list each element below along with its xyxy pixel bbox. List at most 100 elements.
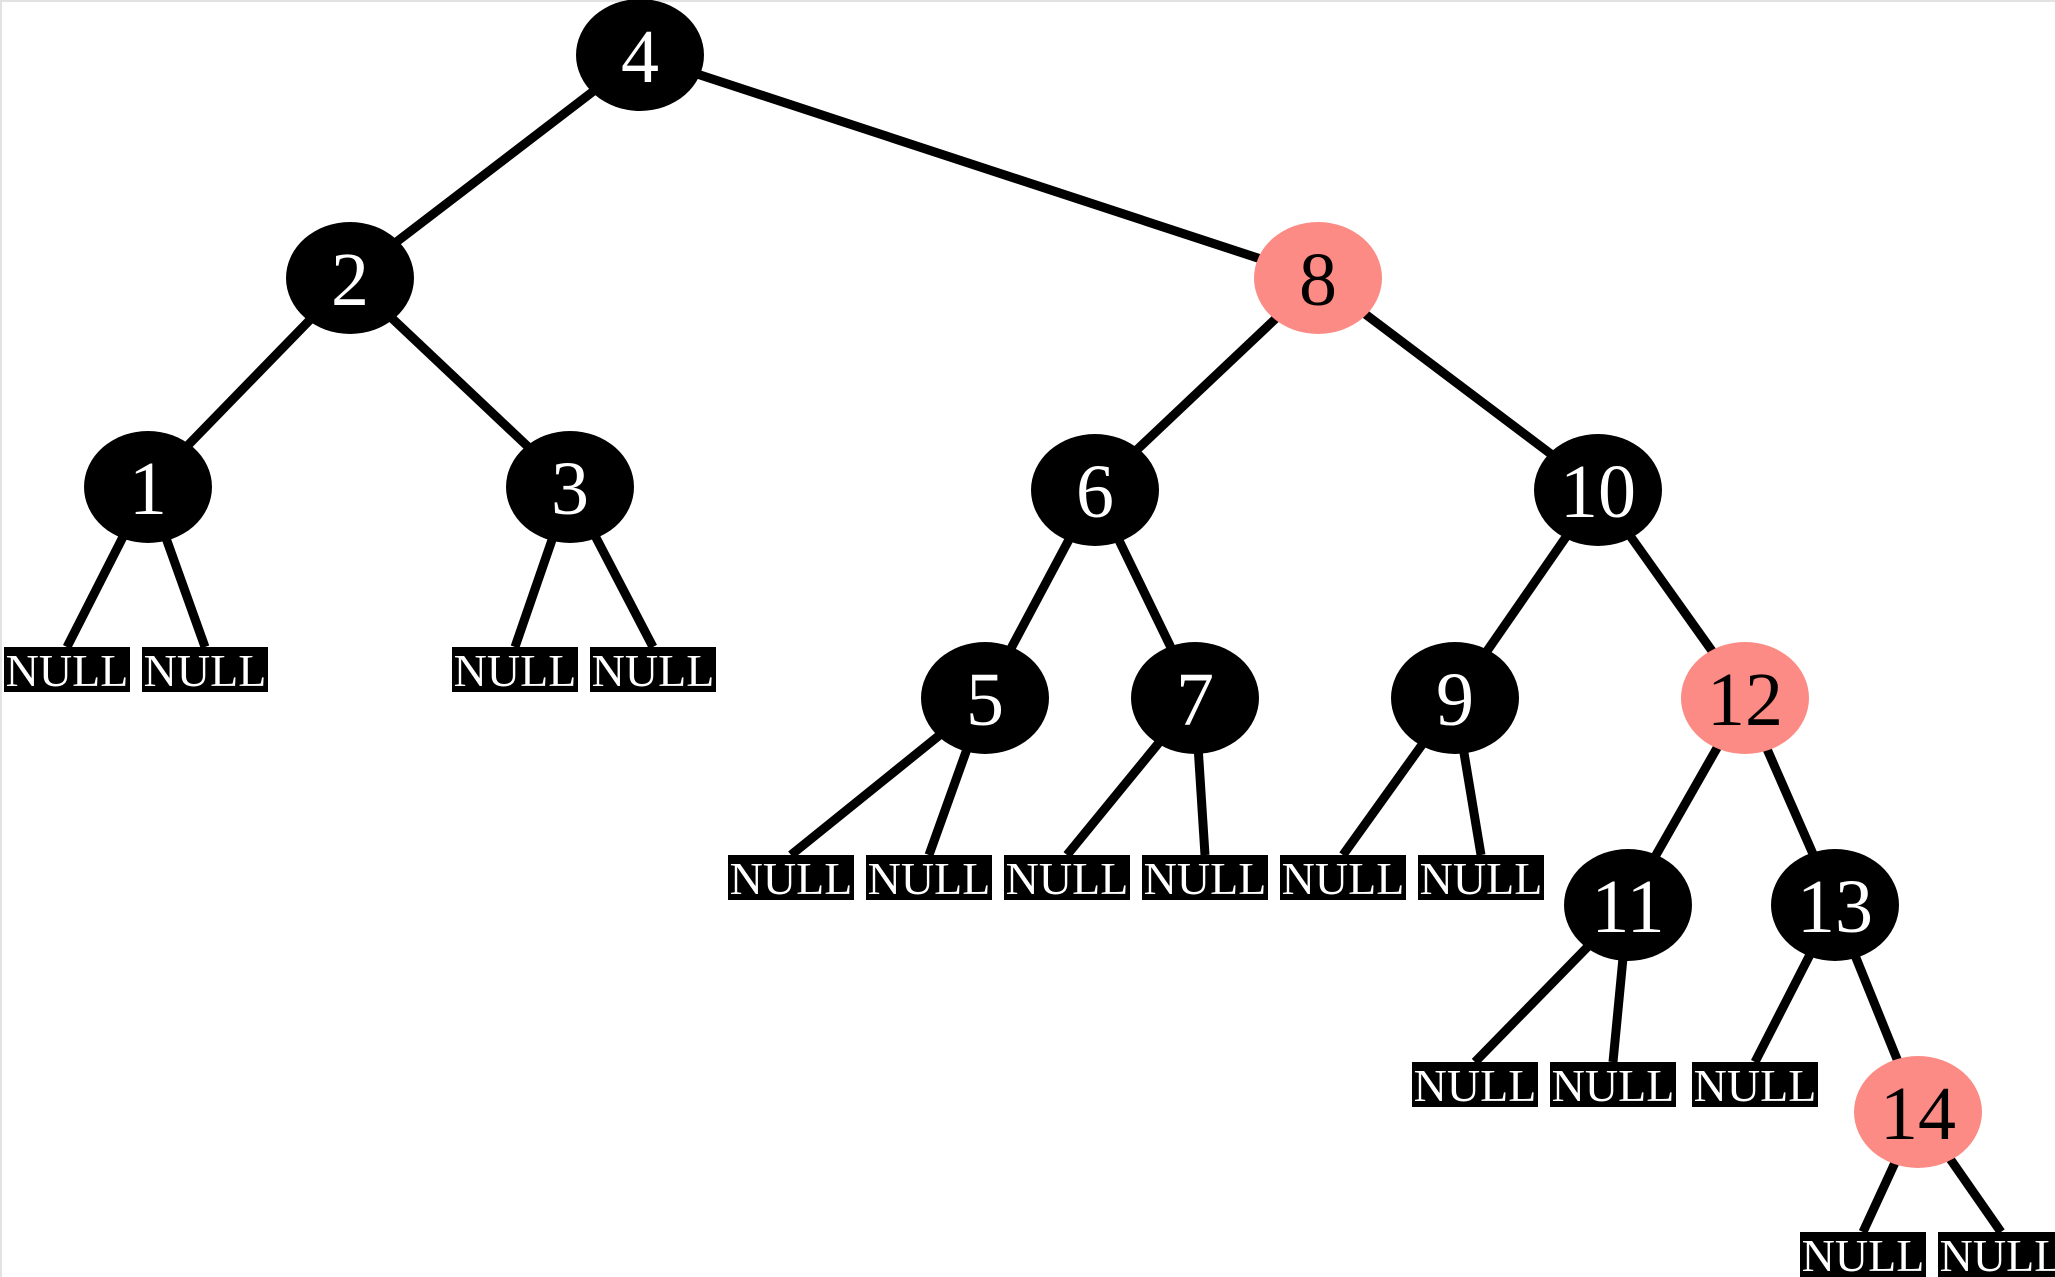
null-leaf: NULL [1280,853,1406,904]
null-leaf: NULL [590,645,716,696]
null-leaf-label: NULL [1414,1060,1537,1111]
null-leaf: NULL [1418,853,1544,904]
null-leaf-box [1412,1062,1538,1107]
null-leaf: NULL [1004,853,1130,904]
tree-edge-n3-to-u3 [510,523,562,649]
node-black-circle[interactable] [286,222,414,334]
null-leaf-box [1800,1232,1926,1277]
canvas-top-border [0,0,2055,2]
null-leaf-label: NULL [1420,853,1543,904]
null-leaf: NULL [1412,1060,1538,1111]
null-leaf: NULL [4,645,130,696]
null-leaf-box [142,647,268,692]
tree-node-8[interactable]: 8 [1254,222,1382,334]
tree-node-2[interactable]: 2 [286,222,414,334]
null-leaf-box [1938,1232,2055,1277]
null-leaf: NULL [866,853,992,904]
null-leaf-box [4,647,130,692]
tree-edge-n9-to-u10 [1457,737,1486,856]
null-leaf-label: NULL [730,853,853,904]
null-leaf-box [728,855,854,900]
null-leaf-box [590,647,716,692]
tree-edge-n3-to-u4 [584,520,657,650]
node-label: 10 [1560,450,1636,534]
null-leaf-box [1418,855,1544,900]
node-black-circle[interactable] [84,431,212,543]
tree-edge-n9-to-u9 [1339,728,1436,858]
node-black-circle[interactable] [1391,642,1519,754]
node-black-circle[interactable] [506,431,634,543]
null-leaf-label: NULL [1006,853,1129,904]
tree-node-11[interactable]: 11 [1564,849,1692,961]
tree-edge-n4-to-n8 [676,63,1282,270]
node-label: 12 [1707,658,1783,742]
node-black-circle[interactable] [1131,642,1259,754]
null-leaf-label: NULL [1144,853,1267,904]
canvas-left-border [0,0,2,1277]
node-label: 2 [331,238,369,322]
node-red-circle[interactable] [1681,642,1809,754]
tree-node-14[interactable]: 14 [1854,1056,1982,1168]
tree-edge-n10-to-n12 [1617,520,1726,668]
node-label: 8 [1299,238,1337,322]
null-leaf-box [1550,1062,1676,1107]
tree-edge-n7-to-u7 [1063,726,1174,858]
node-label: 7 [1176,658,1214,742]
tree-node-10[interactable]: 10 [1534,434,1662,546]
tree-edge-n5-to-u6 [924,734,976,857]
tree-node-1[interactable]: 1 [84,431,212,543]
node-black-circle[interactable] [1031,434,1159,546]
tree-node-12[interactable]: 12 [1681,642,1809,754]
tree-node-13[interactable]: 13 [1771,849,1899,961]
tree-edge-n6-to-n7 [1108,524,1182,664]
node-label: 14 [1880,1072,1956,1156]
tree-edge-n2-to-n1 [172,303,326,462]
null-leaf-box [1280,855,1406,900]
node-red-circle[interactable] [1254,222,1382,334]
node-black-circle[interactable] [1771,849,1899,961]
null-leaf-label: NULL [1552,1060,1675,1111]
node-black-circle[interactable] [1534,434,1662,546]
tree-edge-n13-to-n14 [1845,940,1908,1077]
node-label: 9 [1436,658,1474,742]
node-label: 5 [966,658,1004,742]
node-black-circle[interactable] [921,642,1049,754]
null-leaf: NULL [142,645,268,696]
tree-node-5[interactable]: 5 [921,642,1049,754]
node-label: 4 [621,15,659,99]
null-leaf-label: NULL [1694,1060,1817,1111]
tree-edge-n4-to-n2 [378,76,612,257]
tree-edge-n2-to-n3 [375,302,545,463]
tree-edge-n10-to-n9 [1473,520,1580,668]
tree-node-9[interactable]: 9 [1391,642,1519,754]
null-leaf-box [866,855,992,900]
null-leaf: NULL [1550,1060,1676,1111]
null-leaf: NULL [452,645,578,696]
node-label: 6 [1076,450,1114,534]
tree-node-4[interactable]: 4 [576,0,704,111]
node-label: 3 [551,447,589,531]
null-leaf-label: NULL [6,645,129,696]
tree-node-7[interactable]: 7 [1131,642,1259,754]
tree-node-3[interactable]: 3 [506,431,634,543]
tree-edge-n11-to-u11 [1471,930,1604,1066]
tree-edge-n7-to-u8 [1193,737,1210,856]
tree-edge-n1-to-u2 [157,523,210,649]
null-leaf: NULL [1142,853,1268,904]
null-leaf: NULL [1800,1230,1926,1277]
null-leaf-label: NULL [1940,1230,2055,1277]
node-red-circle[interactable] [1854,1056,1982,1168]
tree-edge-n12-to-n11 [1643,730,1730,873]
tree-edge-n13-to-u13 [1750,938,1821,1065]
null-leaf-label: NULL [144,645,267,696]
null-leaf-box [1692,1062,1818,1107]
node-black-circle[interactable] [1564,849,1692,961]
null-leaf-box [1142,855,1268,900]
node-black-circle[interactable] [576,0,704,111]
node-label: 13 [1797,865,1873,949]
null-leaf: NULL [1938,1230,2055,1277]
tree-node-6[interactable]: 6 [1031,434,1159,546]
tree-edge-n8-to-n6 [1120,302,1293,466]
